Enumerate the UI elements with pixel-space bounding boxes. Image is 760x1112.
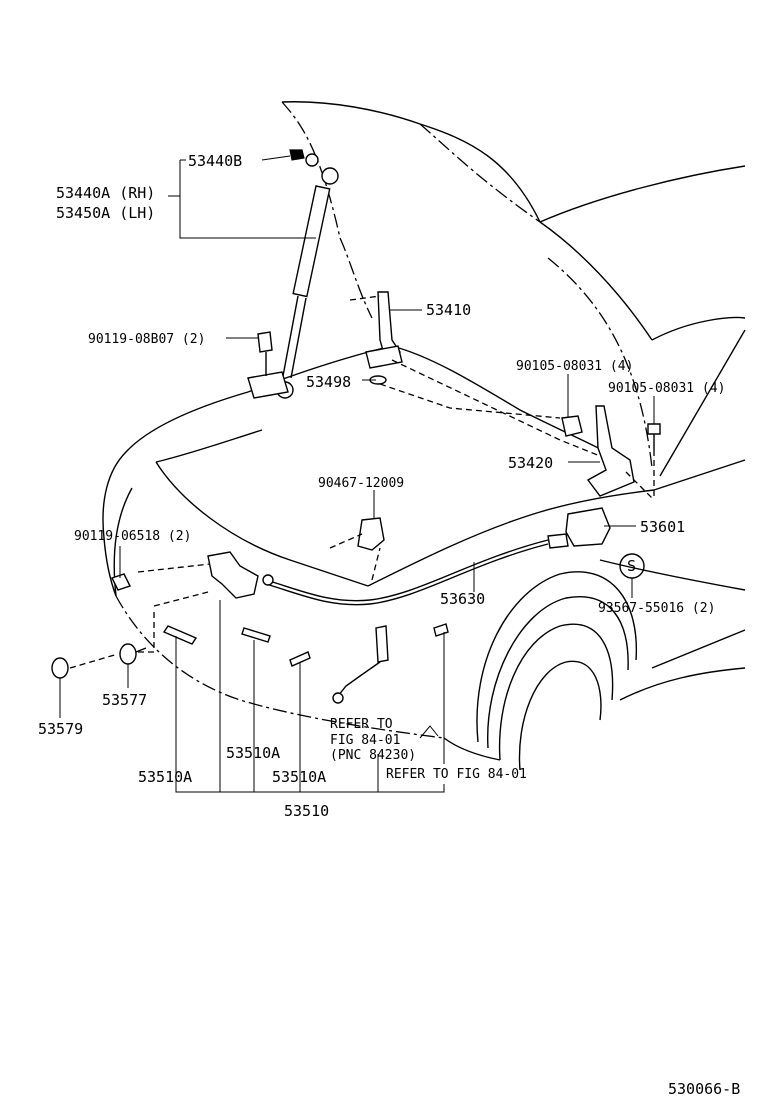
- label-53450A-lh: 53450A (LH): [56, 204, 155, 222]
- refer-label-fig-84-01: REFER TO FIG 84-01: [386, 767, 527, 782]
- hood-lock-assembly: [111, 507, 611, 606]
- label-53440B: 53440B: [188, 152, 242, 170]
- hood-hinge-upper: [365, 291, 403, 385]
- label-53630: 53630: [440, 590, 485, 608]
- label-90119-06518: 90119-06518 (2): [74, 529, 191, 544]
- hood-panel: [281, 101, 746, 477]
- s-symbol: S: [627, 557, 636, 575]
- label-53601: 53601: [640, 518, 685, 536]
- refer-label-line2: FIG 84-01: [330, 733, 400, 748]
- label-90105-08031-a: 90105-08031 (4): [516, 359, 633, 374]
- label-53510A-3: 53510A: [272, 768, 326, 786]
- small-parts: [51, 553, 645, 704]
- label-53440A-rh: 53440A (RH): [56, 184, 155, 202]
- label-53577: 53577: [102, 691, 147, 709]
- label-53510: 53510: [284, 802, 329, 820]
- label-53498: 53498: [306, 373, 351, 391]
- car-body-outline: [102, 345, 746, 771]
- hood-support-strut: [247, 149, 339, 399]
- label-53420: 53420: [508, 454, 553, 472]
- part-labels: 53440B 53440A (RH) 53450A (LH) 53410 534…: [38, 152, 740, 1098]
- figure-code: 530066-B: [668, 1080, 740, 1098]
- label-53510A-2: 53510A: [138, 768, 192, 786]
- label-90467-12009: 90467-12009: [318, 476, 404, 491]
- label-53510A-1: 53510A: [226, 744, 280, 762]
- label-90119-08B07: 90119-08B07 (2): [88, 332, 205, 347]
- label-53579: 53579: [38, 720, 83, 738]
- leader-lines: [59, 155, 655, 793]
- label-93567-55016: 93567-55016 (2): [598, 601, 715, 616]
- label-90105-08031-b: 90105-08031 (4): [608, 381, 725, 396]
- refer-label-line3: (PNC 84230): [330, 748, 416, 763]
- hood-hinge-53420: [561, 405, 661, 497]
- refer-label-line1: REFER TO: [330, 717, 393, 732]
- locator-lines: [69, 295, 655, 669]
- label-53410: 53410: [426, 301, 471, 319]
